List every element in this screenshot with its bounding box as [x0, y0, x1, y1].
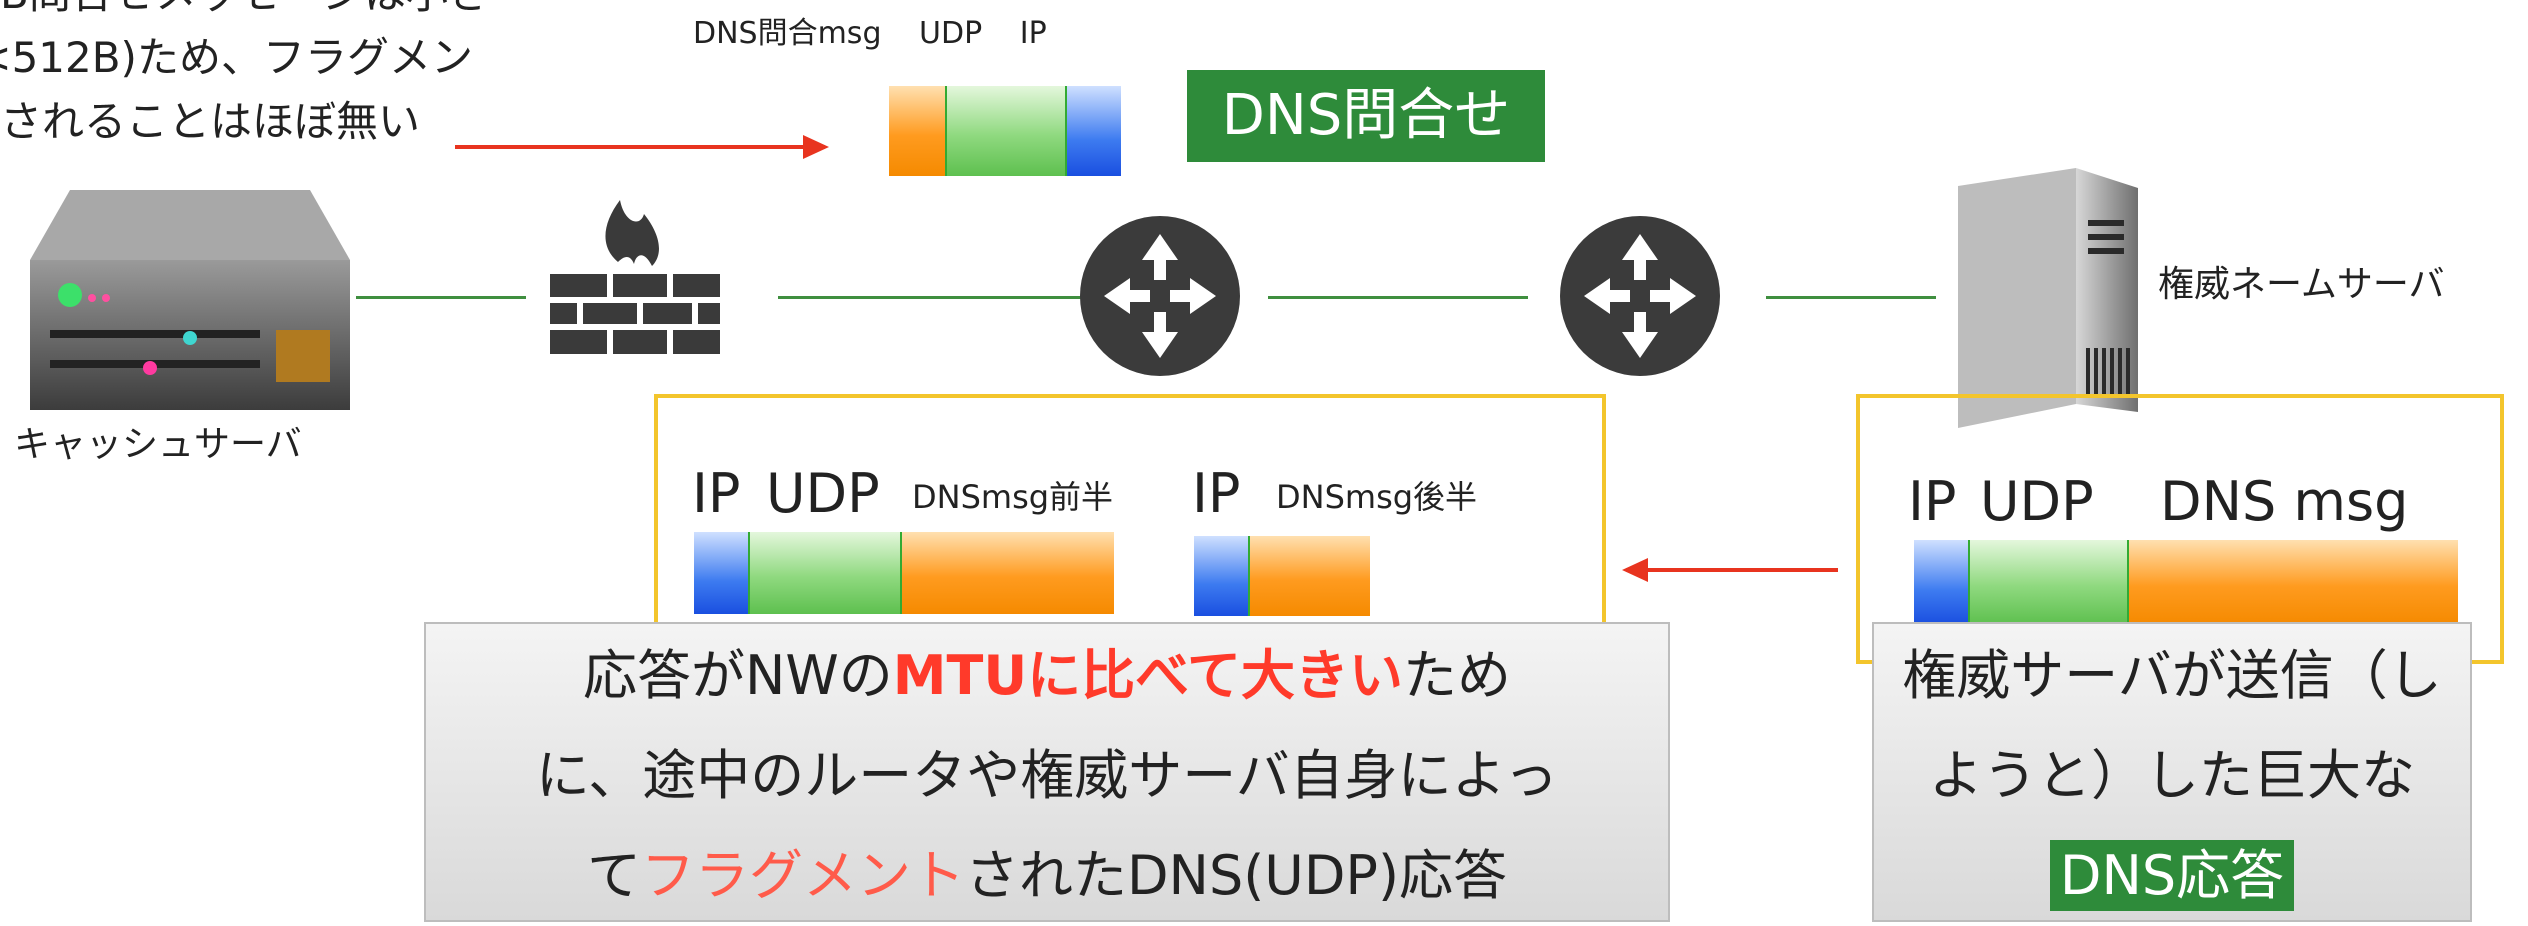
cache-server-icon	[30, 190, 350, 420]
router-2-icon	[1560, 216, 1720, 376]
wire-2	[778, 296, 1088, 299]
frag2-payload-label: DNSmsg後半	[1276, 478, 1478, 516]
original-response-caption: 権威サーバが送信（し ようと）した巨大な DNS応答	[1872, 622, 2472, 922]
caption-left-line-3a: て	[586, 844, 641, 907]
query-label: DNS問合せ	[1187, 70, 1545, 162]
frag1-dns-segment	[902, 532, 1114, 614]
query-dns-segment	[889, 86, 947, 176]
query-arrow	[455, 135, 829, 159]
response-payload-label: DNS msg	[2160, 470, 2409, 533]
frag1-ip-label: IP	[692, 462, 741, 525]
auth-server-label: 権威ネームサーバ	[2158, 264, 2445, 305]
response-udp-label: UDP	[1980, 470, 2094, 533]
caption-left-line-1: 応答がNWのMTUに比べて大きいため	[426, 626, 1668, 726]
frag1-packet	[694, 532, 1114, 614]
frag1-udp-label: UDP	[766, 462, 880, 525]
caption-left-line-3: てフラグメントされたDNS(UDP)応答	[426, 826, 1668, 926]
frag2-ip-label: IP	[1192, 462, 1241, 525]
frag2-ip-segment	[1194, 536, 1250, 616]
query-header-udp: UDP	[919, 16, 983, 51]
response-ip-segment	[1914, 540, 1970, 624]
frag2-dns-segment	[1250, 536, 1370, 616]
response-ip-label: IP	[1908, 470, 1957, 533]
caption-left-highlight-fragment: フラグメント	[640, 844, 965, 907]
query-header-ip: IP	[1019, 16, 1047, 51]
query-udp-segment	[947, 86, 1067, 176]
query-ip-segment	[1067, 86, 1121, 176]
frag1-payload-label: DNSmsg前半	[912, 478, 1114, 516]
fragmentation-arrow	[1622, 558, 1838, 582]
router-1-icon	[1080, 216, 1240, 376]
wire-3	[1268, 296, 1528, 299]
note-line-1: B問合せメッセージは小さ	[0, 0, 490, 26]
wire-4	[1766, 296, 1936, 299]
caption-left-line-1a: 応答がNWの	[582, 644, 893, 707]
caption-right-line-3: DNS応答	[1874, 826, 2470, 926]
response-packet	[1914, 540, 2458, 624]
response-udp-segment	[1969, 540, 2130, 624]
fragmented-response-caption: 応答がNWのMTUに比べて大きいため に、途中のルータや権威サーバ自身によっ て…	[424, 622, 1670, 922]
firewall-icon	[540, 192, 730, 362]
note-line-3: されることはほぼ無い	[0, 97, 421, 146]
caption-right-line-2: ようと）した巨大な	[1929, 744, 2415, 807]
caption-left-line-3c: されたDNS(UDP)応答	[964, 844, 1508, 907]
frag1-udp-segment	[750, 532, 902, 614]
caption-right-line-1: 権威サーバが送信（し	[1902, 644, 2442, 707]
caption-left-line-2: に、途中のルータや権威サーバ自身によっ	[535, 744, 1559, 807]
note-line-2: (<512B)ため、フラグメン	[0, 33, 473, 82]
query-packet	[889, 86, 1121, 176]
caption-left-highlight-mtu: MTUに比べて大きい	[892, 644, 1404, 707]
response-dns-segment	[2129, 540, 2458, 624]
query-packet-header: DNS問合msg UDP IP	[693, 8, 1075, 52]
caption-left-line-1c: ため	[1403, 644, 1512, 707]
query-header-dnsmsg: DNS問合msg	[693, 16, 882, 51]
frag1-ip-segment	[694, 532, 750, 614]
frag2-packet	[1194, 536, 1370, 616]
cache-server-label: キャッシュサーバ	[14, 424, 302, 465]
wire-1	[356, 296, 526, 299]
fragmentation-note: B問合せメッセージは小さ (<512B)ため、フラグメン されることはほぼ無い	[0, 0, 490, 154]
caption-right-dns-response-label: DNS応答	[2049, 840, 2295, 911]
auth-server-icon	[1958, 168, 2138, 428]
